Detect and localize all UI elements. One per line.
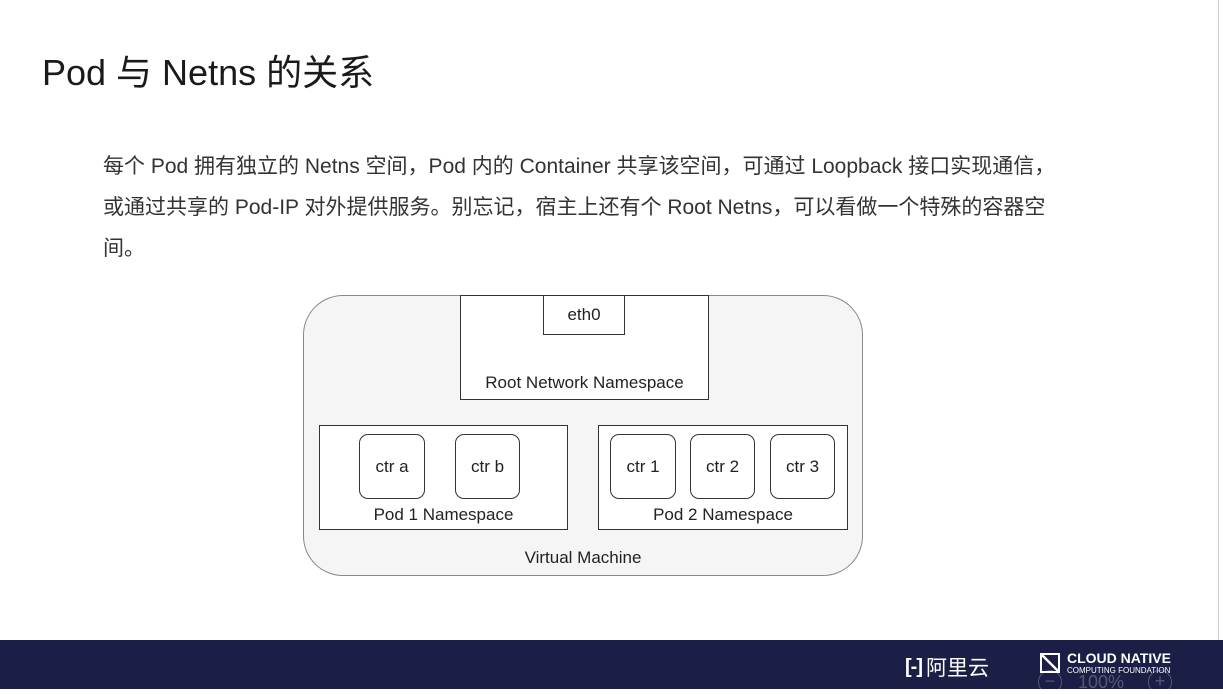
aliyun-logo: [-] 阿里云 bbox=[905, 655, 989, 681]
zoom-in-button[interactable]: + bbox=[1148, 670, 1172, 694]
slide-title: Pod 与 Netns 的关系 bbox=[42, 52, 375, 93]
container-box: ctr a bbox=[359, 434, 425, 499]
footer-bar: [-] 阿里云 CLOUD NATIVE COMPUTING FOUNDATIO… bbox=[0, 640, 1223, 694]
pod1-namespace-label: Pod 1 Namespace bbox=[373, 505, 514, 524]
vm-label: Virtual Machine bbox=[524, 548, 642, 567]
eth0-box: eth0 bbox=[543, 295, 625, 335]
aliyun-bracket-icon: [-] bbox=[905, 655, 923, 678]
container-box: ctr 1 bbox=[610, 434, 676, 499]
root-namespace-label: Root Network Namespace bbox=[485, 373, 684, 392]
container-box: ctr 3 bbox=[770, 434, 835, 499]
slide-paragraph: 每个 Pod 拥有独立的 Netns 空间，Pod 内的 Container 共… bbox=[103, 155, 1056, 260]
container-box: ctr b bbox=[455, 434, 520, 499]
zoom-control[interactable]: − 100% + bbox=[1038, 670, 1178, 694]
cncf-logo: CLOUD NATIVE COMPUTING FOUNDATION bbox=[1067, 650, 1171, 676]
zoom-out-button[interactable]: − bbox=[1038, 670, 1062, 694]
scrollbar-edge bbox=[1218, 0, 1219, 640]
zoom-level: 100% bbox=[1078, 672, 1125, 692]
pod2-namespace-label: Pod 2 Namespace bbox=[653, 505, 793, 524]
container-box: ctr 2 bbox=[690, 434, 755, 499]
